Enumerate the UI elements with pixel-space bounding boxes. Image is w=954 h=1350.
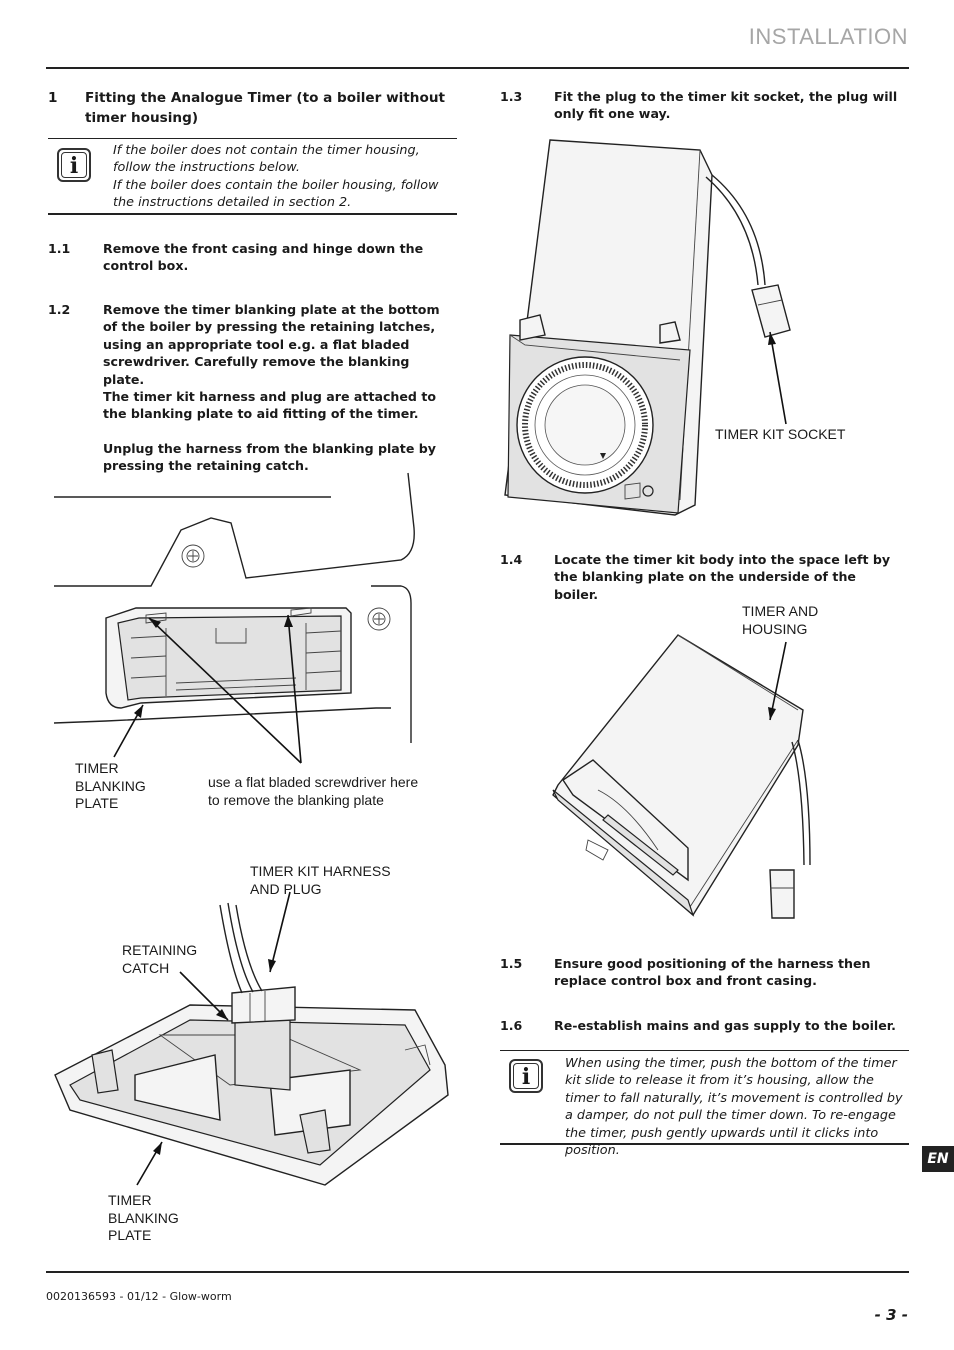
figure-socket-arrow bbox=[768, 331, 787, 425]
step-text-p1: Remove the timer blanking plate at the b… bbox=[103, 302, 440, 387]
step-text: Locate the timer kit body into the space… bbox=[554, 552, 891, 602]
language-tab: EN bbox=[922, 1146, 954, 1172]
label-line: AND PLUG bbox=[250, 880, 322, 897]
step-1-3: 1.3 Fit the plug to the timer kit socket… bbox=[500, 88, 905, 123]
figure-timer-socket-drawing bbox=[504, 139, 791, 516]
label-line: RETAINING bbox=[122, 942, 198, 958]
step-number: 1.3 bbox=[500, 89, 523, 104]
page-number: - 3 - bbox=[874, 1306, 908, 1324]
step-number: 1.5 bbox=[500, 956, 523, 971]
step-number: 1.6 bbox=[500, 1018, 523, 1033]
fig2-catch-label: RETAINING CATCH bbox=[122, 942, 197, 977]
figure-timer-housing-drawing bbox=[552, 634, 811, 919]
label-line: PLATE bbox=[75, 795, 119, 811]
step-1-4: 1.4 Locate the timer kit body into the s… bbox=[500, 551, 905, 603]
label-line: PLATE bbox=[108, 1227, 152, 1243]
label-line: HOUSING bbox=[742, 620, 808, 637]
step-text: Re-establish mains and gas supply to the… bbox=[554, 1018, 896, 1033]
label-line: BLANKING bbox=[108, 1209, 179, 1226]
fig3-socket-label: TIMER KIT SOCKET bbox=[715, 426, 846, 442]
label-line: BLANKING bbox=[75, 777, 146, 794]
info-bottom-rule bbox=[500, 1050, 909, 1051]
info-icon: i bbox=[509, 1059, 543, 1093]
header-rule bbox=[46, 67, 909, 69]
info-top-bottom-rule bbox=[48, 213, 457, 215]
step-number: 1.4 bbox=[500, 552, 523, 567]
step-text: Ensure good positioning of the harness t… bbox=[554, 956, 871, 989]
step-text-p3: Unplug the harness from the blanking pla… bbox=[103, 440, 436, 474]
label-line: TIMER bbox=[75, 760, 119, 776]
label-line: CATCH bbox=[122, 959, 170, 976]
label-line: TIMER AND bbox=[742, 603, 819, 619]
step-text-p2: The timer kit harness and plug are attac… bbox=[103, 389, 437, 422]
info-bottom-bottom-rule bbox=[500, 1143, 909, 1145]
info-top-text: If the boiler does not contain the timer… bbox=[113, 142, 443, 212]
label-line: to remove the blanking plate bbox=[208, 791, 384, 808]
step-text: Fit the plug to the timer kit socket, th… bbox=[554, 89, 898, 122]
info-top-rule bbox=[48, 138, 457, 139]
label-line: use a flat bladed screwdriver here bbox=[208, 774, 419, 790]
figure-harness-drawing bbox=[54, 902, 449, 1186]
label-line: TIMER bbox=[108, 1192, 152, 1208]
step-text: Remove the front casing and hinge down t… bbox=[103, 241, 424, 274]
step-number: 1.1 bbox=[48, 241, 71, 256]
step-1-6: 1.6 Re-establish mains and gas supply to… bbox=[500, 1017, 905, 1034]
figure-housing-arrow bbox=[768, 641, 787, 721]
figure-blanking-plate-arrows bbox=[113, 614, 302, 764]
step-1-1: 1.1 Remove the front casing and hinge do… bbox=[48, 240, 448, 275]
footer-rule bbox=[46, 1271, 909, 1273]
footer-document-id: 0020136593 - 01/12 - Glow-worm bbox=[46, 1290, 232, 1303]
fig1-screwdriver-label: use a flat bladed screwdriver here to re… bbox=[208, 774, 418, 809]
fig1-plate-label: TIMER BLANKING PLATE bbox=[75, 760, 146, 813]
info-bottom-text: When using the timer, push the bottom of… bbox=[565, 1056, 903, 1159]
info-icon: i bbox=[57, 148, 91, 182]
step-1-2: 1.2 Remove the timer blanking plate at t… bbox=[48, 301, 453, 475]
step-1-5: 1.5 Ensure good positioning of the harne… bbox=[500, 955, 905, 990]
info-top-line1: If the boiler does not contain the timer… bbox=[113, 143, 420, 176]
section-title-text: Fitting the Analogue Timer (to a boiler … bbox=[85, 90, 445, 126]
fig4-housing-label: TIMER AND HOUSING bbox=[742, 603, 818, 638]
fig2-plate-label: TIMER BLANKING PLATE bbox=[108, 1192, 179, 1245]
fig2-harness-label: TIMER KIT HARNESS AND PLUG bbox=[250, 863, 391, 898]
figure-harness-arrows bbox=[136, 891, 291, 1186]
section-title: 1 Fitting the Analogue Timer (to a boile… bbox=[48, 88, 453, 128]
step-number: 1.2 bbox=[48, 302, 71, 317]
info-top-line2: If the boiler does contain the boiler ho… bbox=[113, 177, 439, 211]
label-line: TIMER KIT HARNESS bbox=[250, 863, 391, 879]
section-number: 1 bbox=[48, 90, 58, 106]
page-header-title: INSTALLATION bbox=[748, 24, 908, 49]
